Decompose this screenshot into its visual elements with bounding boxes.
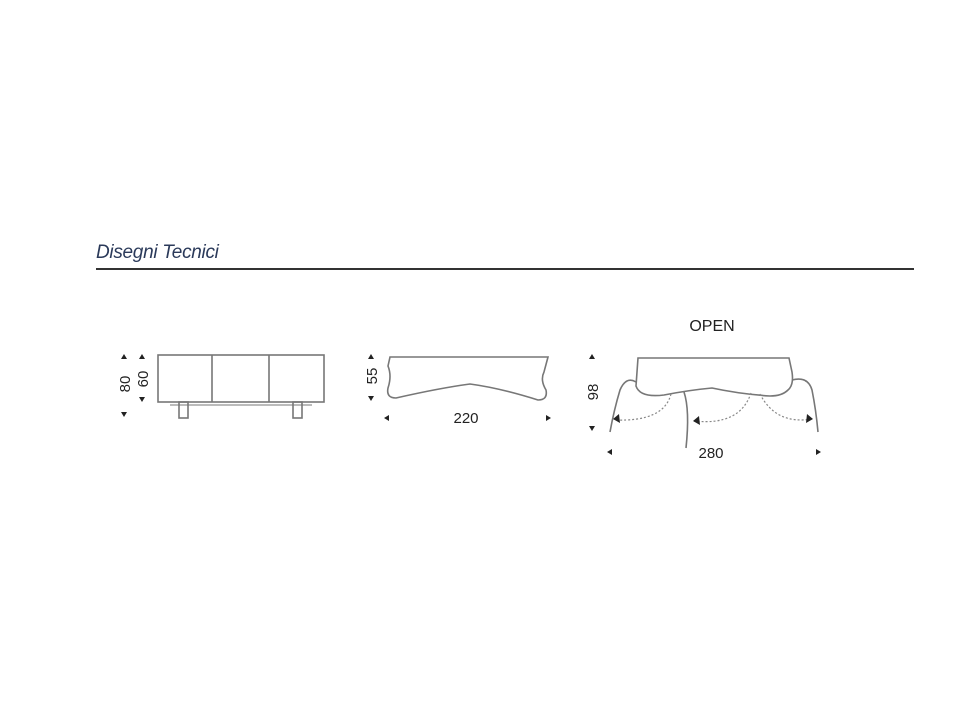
side-width-label: 220 [453, 410, 478, 427]
height-total-label: 80 [117, 376, 134, 393]
open-view-drawing: OPEN 98 280 [585, 318, 821, 462]
title-divider [96, 268, 914, 270]
open-height-label: 98 [585, 384, 602, 401]
side-height-label: 55 [364, 368, 381, 385]
open-width-label: 280 [698, 445, 723, 462]
section-title: Disegni Tecnici [96, 242, 219, 263]
height-body-label: 60 [135, 371, 152, 388]
front-view-drawing: 80 60 [117, 354, 325, 419]
open-label: OPEN [689, 318, 734, 335]
side-view-drawing: 55 220 [364, 354, 551, 427]
